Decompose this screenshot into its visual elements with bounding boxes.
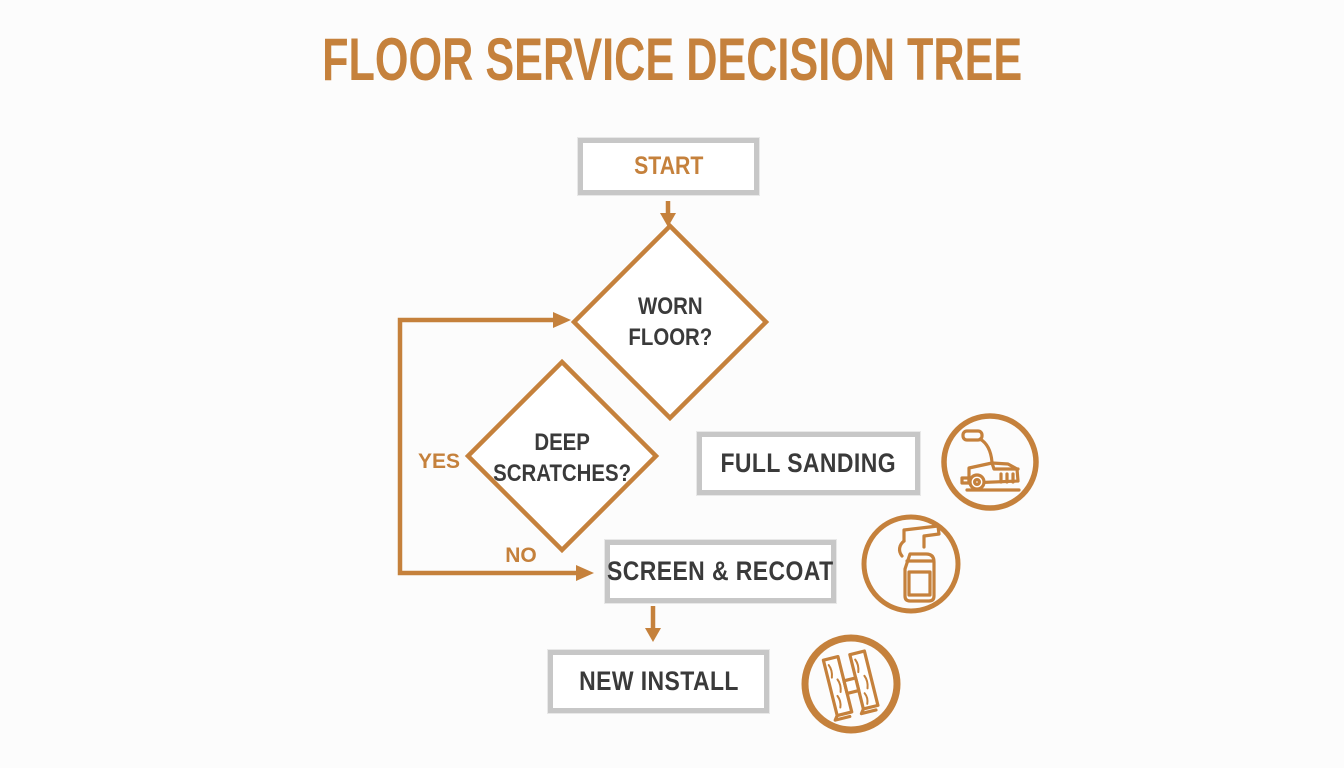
- page-title-text: FLOOR SERVICE DECISION TREE: [321, 26, 1023, 93]
- arrowhead-down-icon: [645, 628, 661, 642]
- edge-start-to-worn-floor: [660, 201, 676, 227]
- floor-sander-icon: [940, 412, 1040, 512]
- screen-recoat-label: SCREEN & RECOAT: [607, 556, 834, 586]
- start-label: START: [633, 152, 704, 180]
- yes-branch-label: YES: [417, 450, 461, 473]
- new-install-node: NEW INSTALL: [548, 650, 769, 713]
- screen-recoat-node: SCREEN & RECOAT: [605, 540, 836, 603]
- no-branch-label: NO: [505, 544, 537, 567]
- arrowhead-right-icon: [553, 312, 571, 328]
- edge-recoat-to-new-install: [645, 606, 661, 642]
- spray-bottle-icon: [861, 514, 961, 614]
- decision-worn-floor-shape: [570, 222, 770, 422]
- worn-floor-label: WORN FLOOR?: [628, 293, 712, 352]
- edge-yes-no-loop: [397, 312, 594, 581]
- start-node: START: [578, 138, 759, 195]
- full-sanding-label: FULL SANDING: [720, 448, 897, 478]
- arrowhead-down-icon: [660, 213, 676, 227]
- page-title: FLOOR SERVICE DECISION TREE: [0, 30, 1344, 90]
- decision-deep-scratches-shape: [464, 358, 660, 554]
- new-install-label: NEW INSTALL: [578, 666, 739, 696]
- arrowhead-right-icon: [576, 565, 594, 581]
- deep-scratches-label: DEEP SCRATCHES?: [493, 429, 631, 488]
- full-sanding-node: FULL SANDING: [697, 432, 920, 495]
- wood-plank-icon: [801, 634, 901, 734]
